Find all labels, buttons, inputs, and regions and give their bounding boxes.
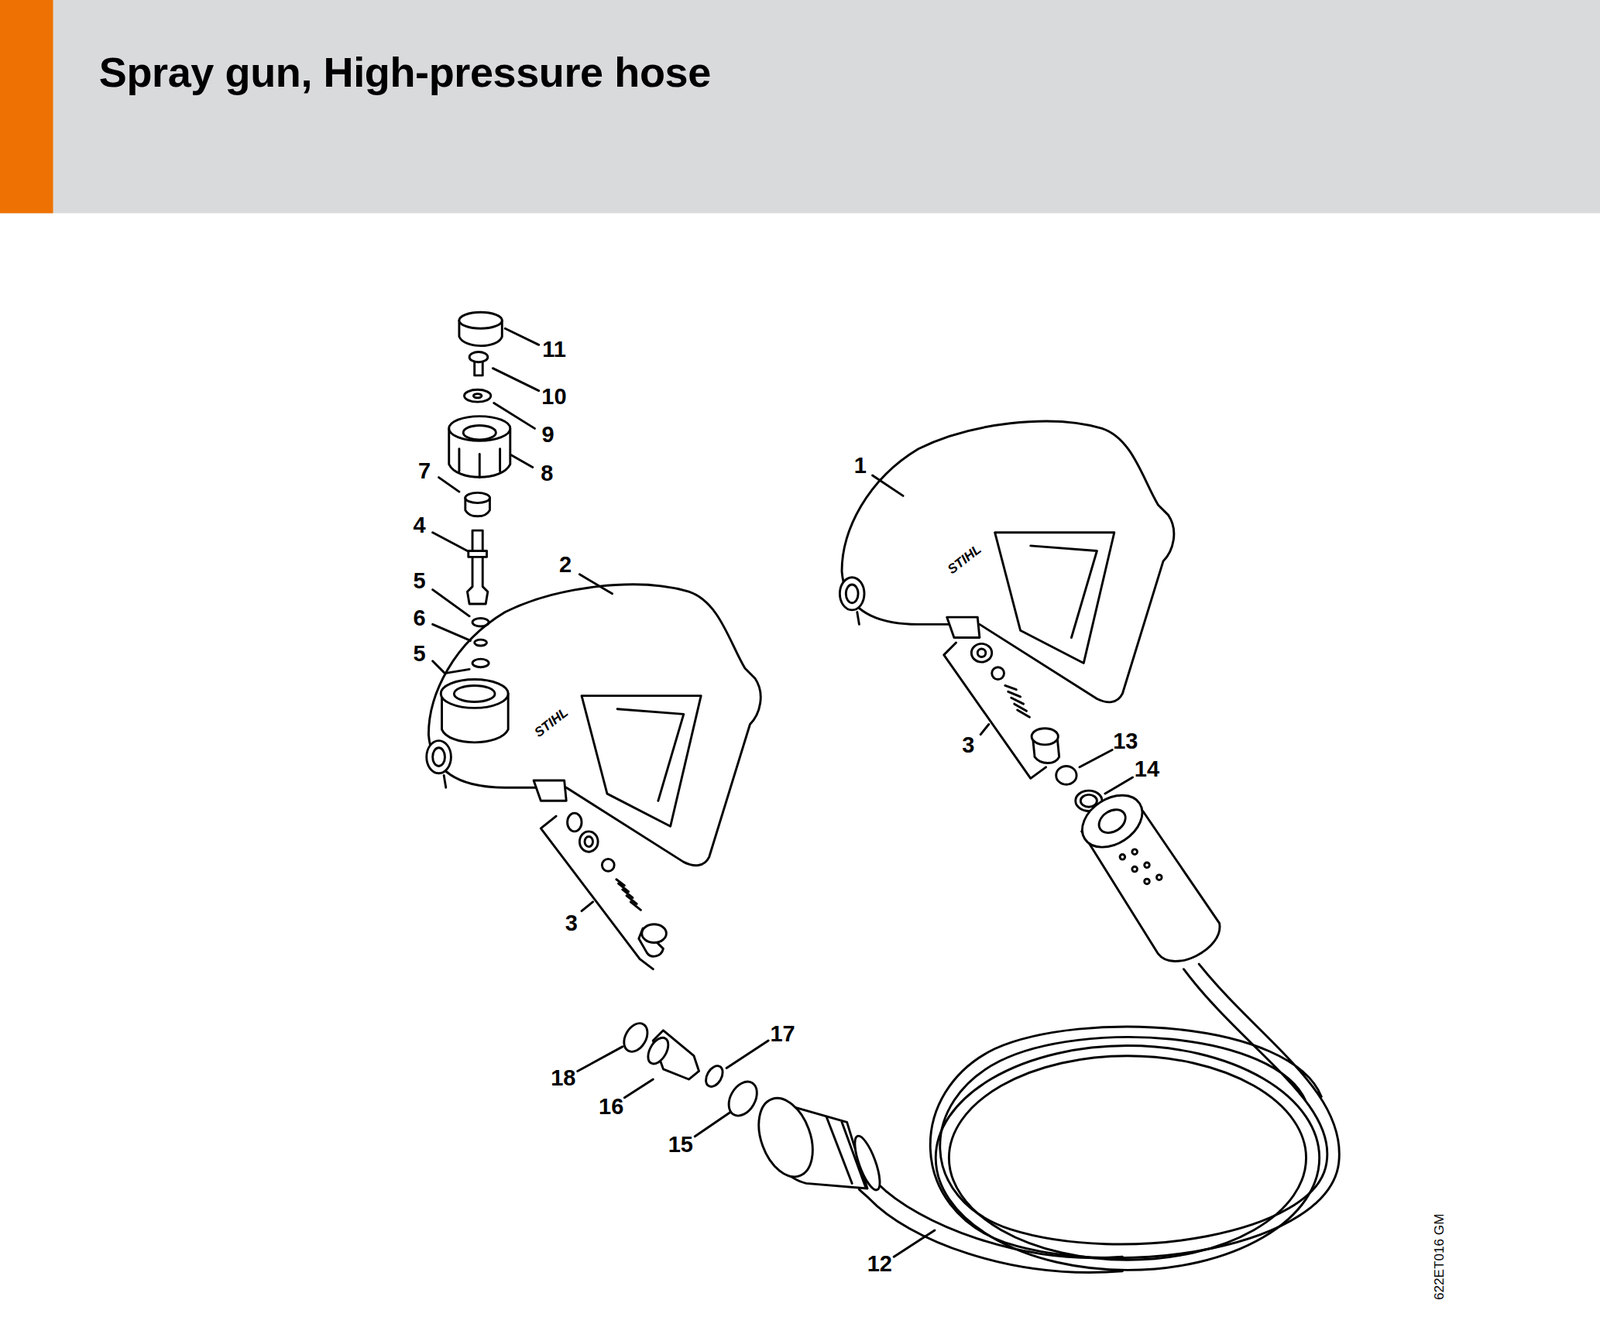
callout-number: 1 [854, 453, 867, 480]
callout-number: 16 [598, 1093, 624, 1120]
callout-number: 2 [559, 552, 572, 579]
callout-number: 3 [961, 732, 975, 759]
callout-number: 13 [1112, 728, 1138, 756]
callout-number: 17 [769, 1021, 795, 1048]
drawing-code: 622ET016 GM [1431, 1214, 1447, 1301]
callout-number: 12 [867, 1250, 893, 1278]
callout-number: 7 [418, 458, 431, 485]
callout-number: 10 [541, 383, 567, 410]
callout-number: 3 [565, 909, 578, 937]
callout-number: 18 [550, 1065, 576, 1092]
callout-number: 5 [412, 568, 426, 595]
callout-number: 6 [412, 604, 426, 632]
callout-number: 14 [1134, 755, 1160, 783]
callout-number: 15 [668, 1131, 694, 1158]
callout-number: 11 [542, 336, 567, 364]
callout-number: 4 [412, 511, 426, 539]
callout-number: 5 [412, 640, 426, 667]
callout-number: 8 [540, 460, 553, 487]
callout-number: 9 [541, 421, 554, 448]
page-title: Spray gun, High-pressure hose [99, 48, 711, 97]
